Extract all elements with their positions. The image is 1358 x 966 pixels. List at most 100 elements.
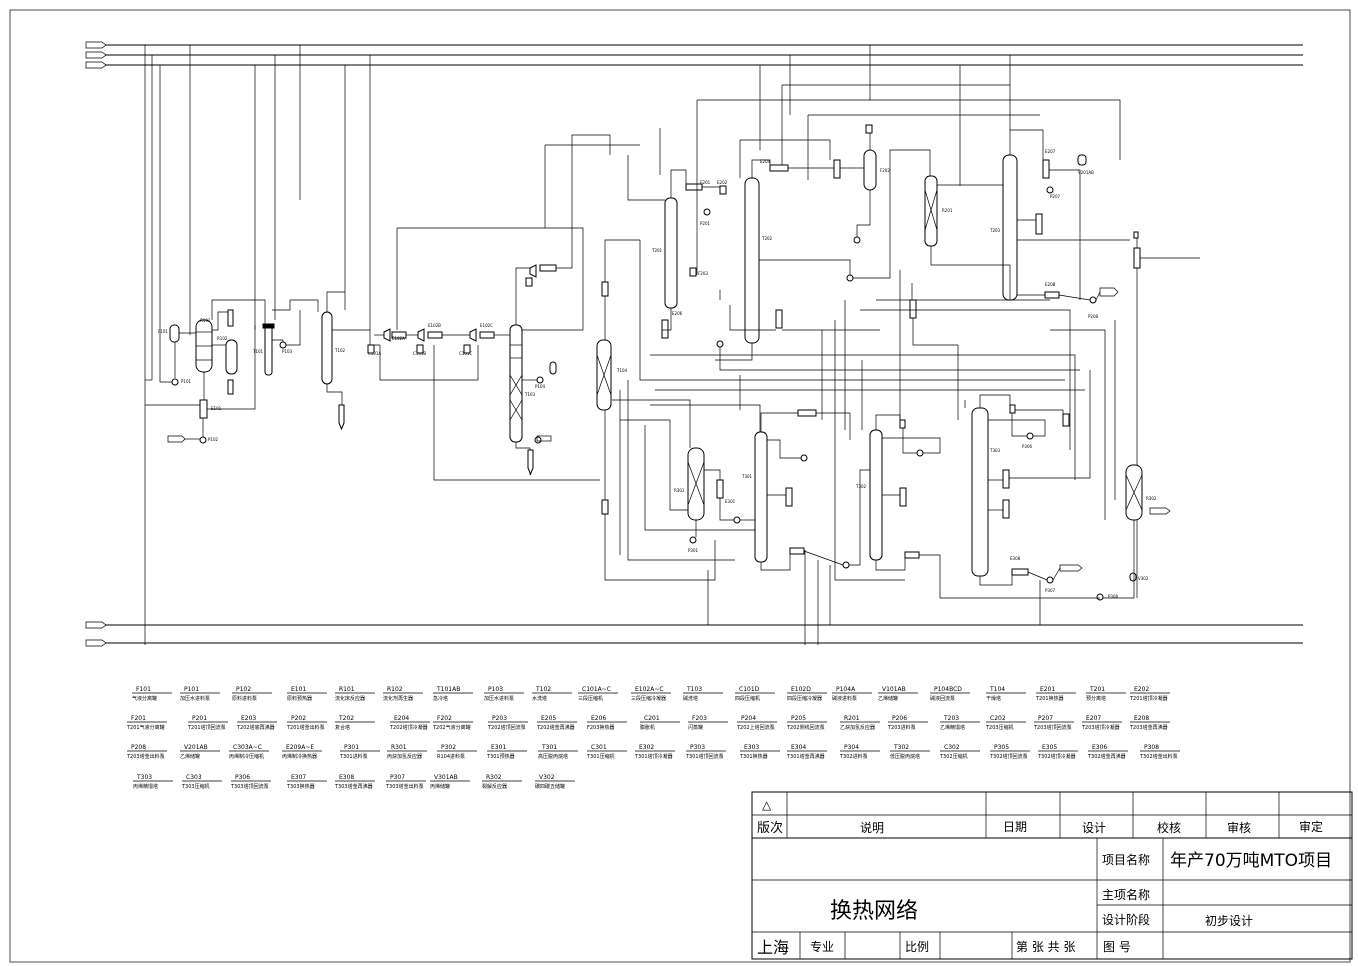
tag-F203: F203 bbox=[698, 271, 708, 276]
E102C-cooler bbox=[479, 331, 495, 339]
P306-pump bbox=[1026, 432, 1034, 440]
tag-F101: F101 bbox=[158, 329, 168, 334]
legend-name: T303换热器 bbox=[286, 783, 315, 790]
section-reaction: F101 R101 R102 E101 P101 P102 T101 P103 … bbox=[145, 291, 380, 444]
project-name: 年产70万吨MTO项目 bbox=[1170, 851, 1332, 871]
legend-name: 丙烯储罐 bbox=[430, 783, 450, 790]
P101-pump bbox=[171, 378, 179, 386]
legend-code: T103 bbox=[686, 686, 702, 693]
equipment-legend: F101气液分离罐P101加压水进料泵P102原料进料泵E101原料预热器R10… bbox=[126, 686, 1180, 790]
legend-code: C302 bbox=[944, 744, 960, 751]
tag-V201AB: V201AB bbox=[1078, 170, 1094, 175]
legend-code: P104A bbox=[836, 686, 856, 693]
scale-label: 比例 bbox=[905, 940, 929, 954]
legend-name: T202侧线回流泵 bbox=[786, 724, 825, 731]
legend-code: E307 bbox=[291, 774, 306, 781]
E102B-cooler bbox=[427, 331, 443, 339]
legend-name: T301预热器 bbox=[486, 753, 515, 760]
T301-hp-depropanizer bbox=[754, 431, 768, 563]
legend-code: E303 bbox=[744, 744, 759, 751]
tag-E308: E308 bbox=[1010, 556, 1021, 561]
legend-code: C303A~C bbox=[233, 744, 262, 751]
header-date: 日期 bbox=[1003, 820, 1027, 834]
tag-E207: E207 bbox=[1045, 149, 1056, 154]
legend-code: T104 bbox=[989, 686, 1005, 693]
title-block: △ 版次 说明 日期 设计 校核 审核 审定 项目名称 年产70万吨MTO项目 … bbox=[751, 791, 1353, 960]
legend-name: 乙烯储罐 bbox=[180, 753, 200, 760]
legend-item: T104 干燥塔 bbox=[986, 686, 1026, 702]
legend-code: P305 bbox=[994, 744, 1009, 751]
legend-name: T303塔釜再沸器 bbox=[334, 783, 373, 790]
legend-name: T201塔釜出料泵 bbox=[286, 724, 325, 731]
legend-name: T301压缩机 bbox=[586, 753, 615, 760]
legend-code: F202 bbox=[437, 715, 452, 722]
legend-name: F203换热器 bbox=[587, 724, 614, 731]
C101C-compressor bbox=[469, 328, 477, 342]
legend-name: 加压水进料泵 bbox=[484, 695, 514, 702]
project-name-label: 项目名称 bbox=[1102, 852, 1150, 867]
revision-symbol: △ bbox=[762, 798, 772, 812]
legend-code: F201 bbox=[131, 715, 146, 722]
P201-pump bbox=[703, 208, 711, 216]
legend-code: E202 bbox=[1134, 686, 1149, 693]
tag-V302: V302 bbox=[1138, 576, 1149, 581]
legend-name: 裂解反应器 bbox=[482, 783, 507, 790]
legend-name: T201换热器 bbox=[1035, 695, 1064, 702]
legend-code: V302 bbox=[539, 774, 555, 781]
legend-code: R201 bbox=[844, 715, 860, 722]
utility-headers-bottom bbox=[85, 621, 1303, 647]
legend-code: T202 bbox=[338, 715, 354, 722]
legend-name: 丙烯制冷换热器 bbox=[282, 753, 317, 760]
legend-name: T303塔顶回流泵 bbox=[230, 783, 269, 790]
legend-name: T202塔顶回流泵 bbox=[487, 724, 526, 731]
legend-code: E204 bbox=[394, 715, 409, 722]
legend-name: 碱洗塔 bbox=[683, 695, 698, 702]
legend-code: R302 bbox=[486, 774, 502, 781]
legend-name: 膨胀机 bbox=[640, 724, 655, 731]
tag-E206: E206 bbox=[672, 311, 683, 316]
tag-T102: T102 bbox=[334, 348, 346, 353]
tag-R302: R302 bbox=[1146, 496, 1157, 501]
legend-name: T302塔顶回流泵 bbox=[989, 753, 1028, 760]
legend-name: T202塔釜再沸器 bbox=[536, 724, 575, 731]
design-stage-label: 设计阶段 bbox=[1102, 912, 1150, 927]
legend-name: 干燥塔 bbox=[986, 695, 1001, 702]
tag-T203: T203 bbox=[989, 228, 1001, 233]
tag-T303: T303 bbox=[989, 448, 1001, 453]
tag-T302: T302 bbox=[855, 484, 867, 489]
P307-pump bbox=[1046, 576, 1054, 584]
